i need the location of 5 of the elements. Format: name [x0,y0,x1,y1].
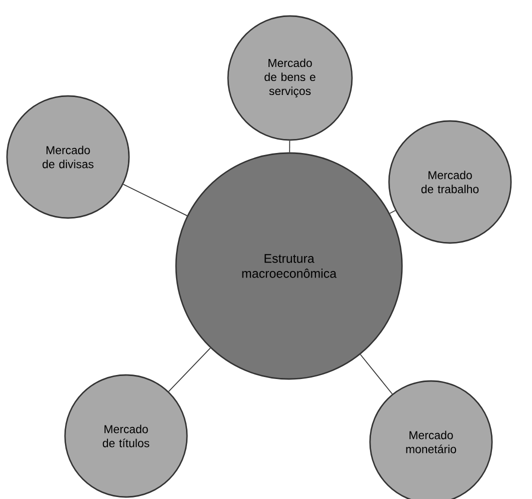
connector-line [389,210,396,214]
connector-line [289,140,290,153]
connector-line [168,348,211,392]
connector-line [360,354,393,394]
connector-line [122,184,188,216]
